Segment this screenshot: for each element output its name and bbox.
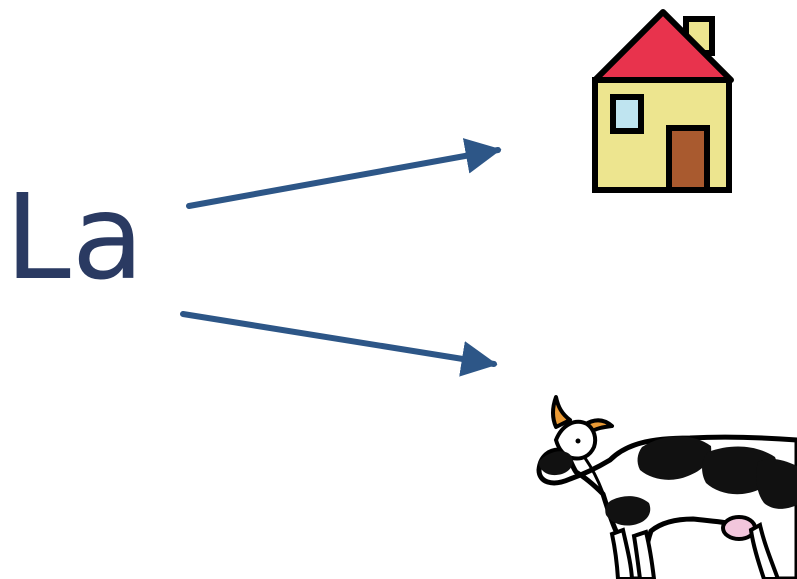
arrow-to-cow — [180, 311, 498, 377]
main-word: La — [5, 168, 146, 306]
house-icon — [592, 9, 734, 193]
cow-icon — [536, 395, 797, 579]
arrow-to-house — [186, 138, 502, 209]
